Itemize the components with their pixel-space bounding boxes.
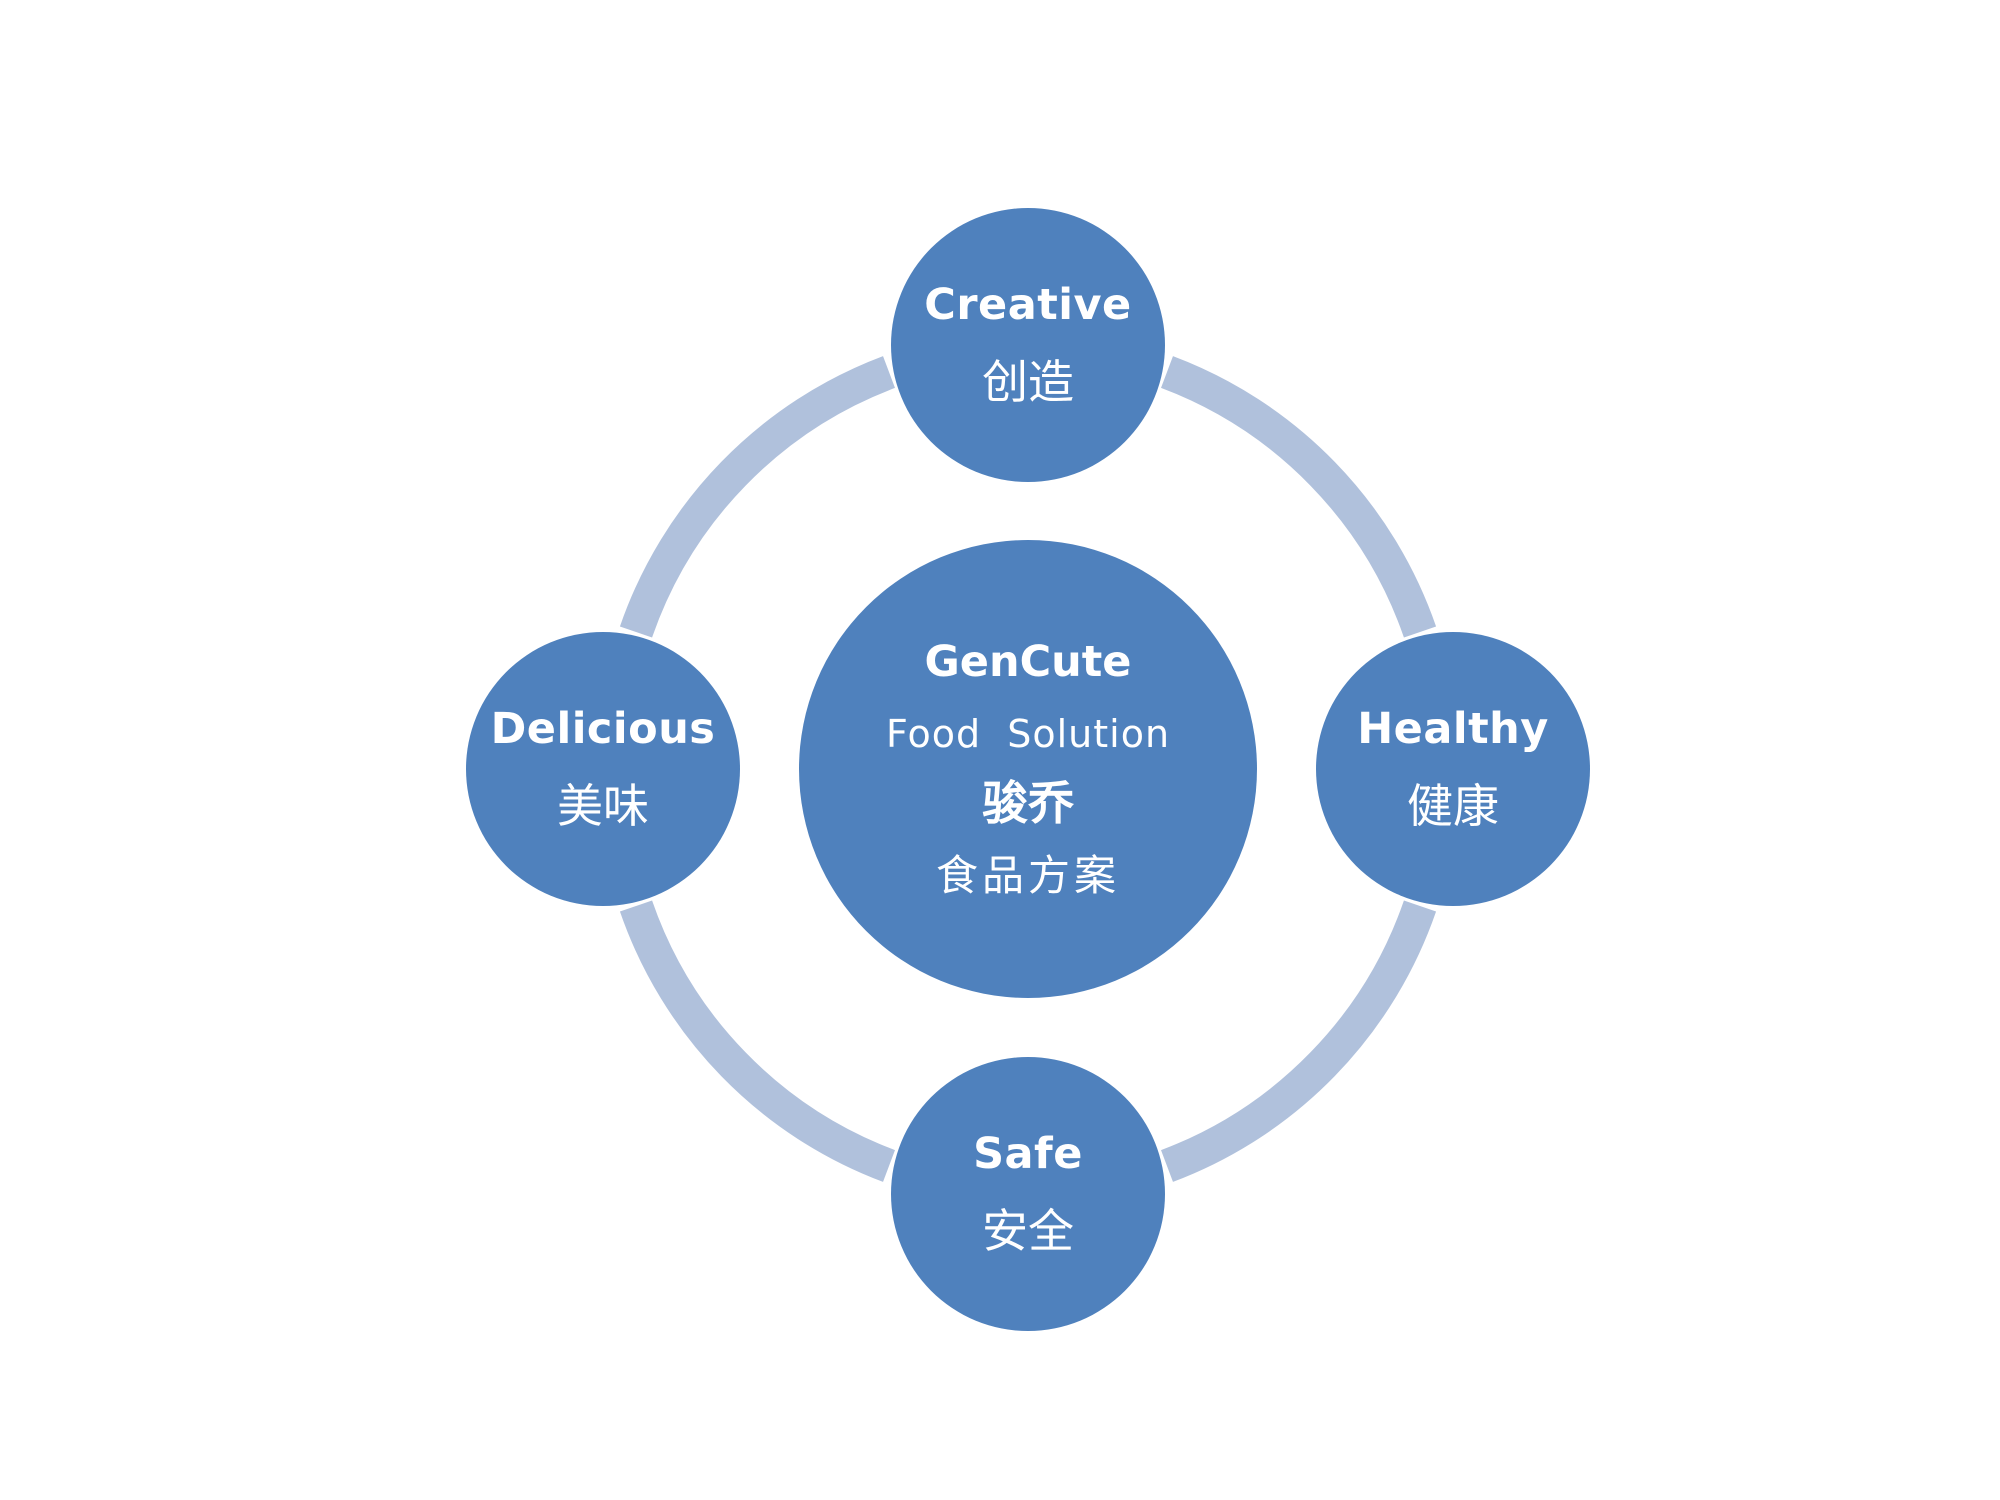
center-zh-title: 骏乔 (982, 775, 1074, 830)
ring-arc-top-right (1161, 356, 1437, 638)
node-creative-zh-label: 创造 (982, 355, 1074, 410)
center-node: GenCute Food Solution 骏乔 食品方案 (799, 540, 1257, 998)
node-delicious-label: Delicious (490, 703, 716, 754)
node-healthy-zh-label: 健康 (1407, 779, 1499, 834)
node-creative-label: Creative (924, 279, 1132, 330)
node-creative: Creative 创造 (891, 208, 1165, 482)
node-healthy-label: Healthy (1357, 703, 1549, 754)
ring-arc-left-top (619, 356, 895, 638)
ring-arc-bottom-left (619, 900, 895, 1182)
center-subtitle: Food Solution (885, 712, 1171, 757)
center-zh-subtitle: 食品方案 (935, 850, 1120, 900)
node-healthy: Healthy 健康 (1316, 632, 1590, 906)
center-title: GenCute (924, 636, 1132, 687)
node-delicious-zh-label: 美味 (557, 779, 649, 834)
node-safe: Safe 安全 (891, 1057, 1165, 1331)
node-delicious: Delicious 美味 (466, 632, 740, 906)
node-safe-label: Safe (973, 1128, 1083, 1179)
node-safe-zh-label: 安全 (982, 1204, 1074, 1259)
ring-arc-right-bottom (1161, 900, 1437, 1182)
